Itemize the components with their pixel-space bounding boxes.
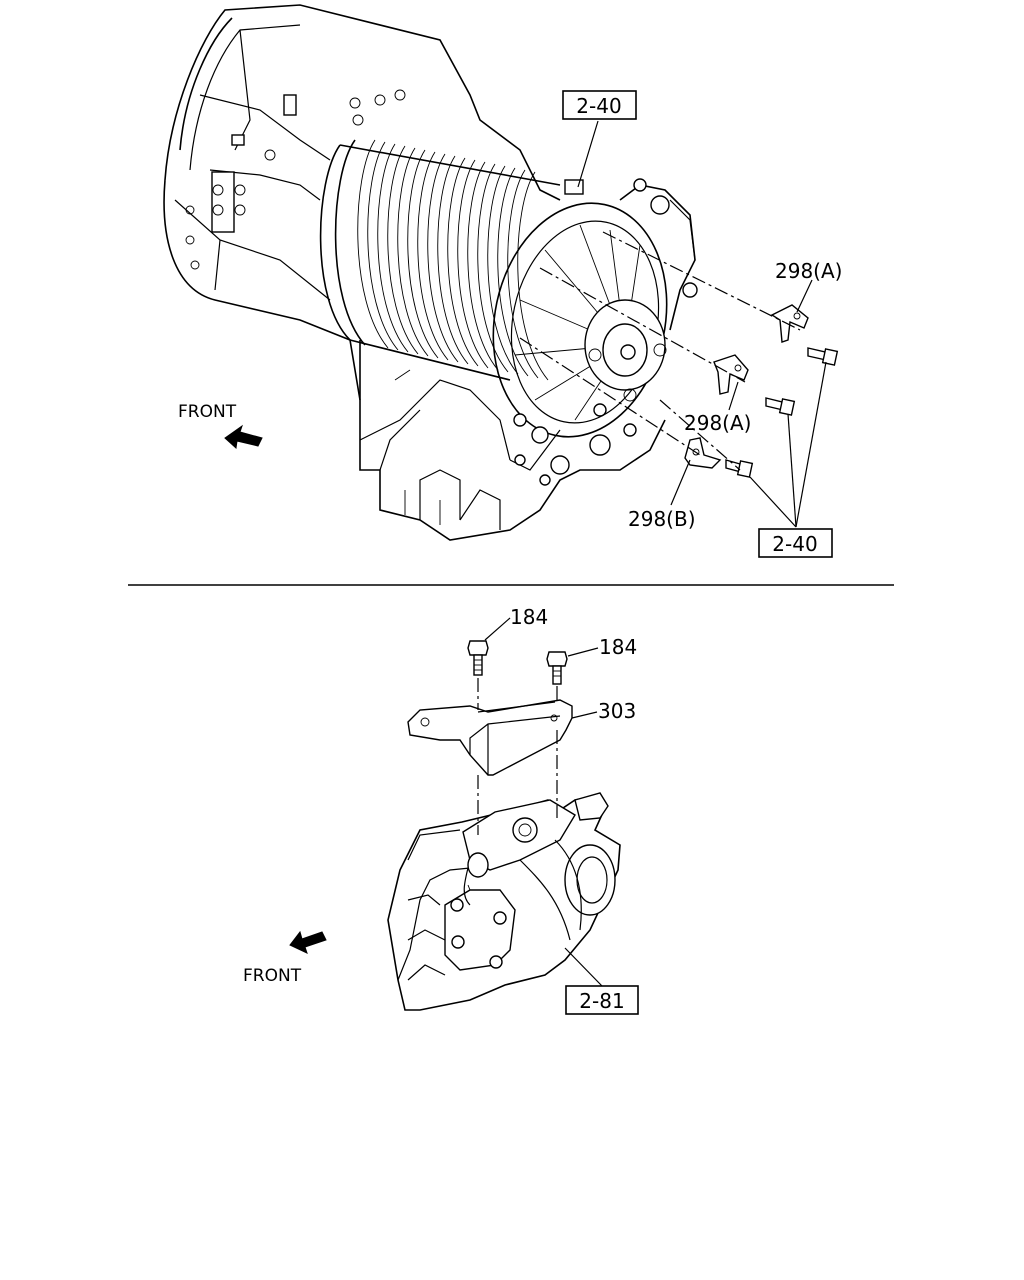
label-298a-middle: 298(A) <box>684 411 751 435</box>
leader-lines-lower <box>484 617 603 987</box>
label-303: 303 <box>598 699 636 723</box>
bolt-middle <box>765 397 796 416</box>
bolt-bottom <box>725 459 754 478</box>
bracket-298a-middle <box>713 354 749 395</box>
front-indicator-upper: FRONT <box>178 402 263 450</box>
label-298a-top: 298(A) <box>775 259 842 283</box>
label-184-right: 184 <box>599 635 637 659</box>
case-ribs <box>357 139 549 381</box>
assembly-centerlines-lower <box>477 678 558 835</box>
front-arrow-upper-icon <box>224 424 263 450</box>
ref-2-40-bottom: 2-40 <box>758 528 833 558</box>
ref-2-40-top-text: 2-40 <box>576 94 621 118</box>
ref-2-40-top: 2-40 <box>562 90 637 120</box>
bracket-298a-top <box>770 304 809 343</box>
bolt-184-right <box>546 651 568 685</box>
front-label-lower: FRONT <box>243 966 302 986</box>
front-indicator-lower: FRONT <box>243 930 327 986</box>
ref-2-81-text: 2-81 <box>579 989 624 1013</box>
label-184-left: 184 <box>510 605 548 629</box>
pto-unit <box>387 792 621 1011</box>
ref-2-40-bottom-text: 2-40 <box>772 532 817 556</box>
front-label-upper: FRONT <box>178 402 237 422</box>
bolt-184-left <box>467 640 489 676</box>
leader-lines-upper <box>577 120 827 528</box>
label-298b: 298(B) <box>628 507 696 531</box>
ref-2-81: 2-81 <box>565 985 639 1015</box>
transmission-assembly <box>163 4 698 541</box>
front-arrow-lower-icon <box>289 930 327 954</box>
assembly-centerlines-upper <box>519 231 801 471</box>
bracket-303 <box>407 699 573 776</box>
bolt-top <box>807 347 839 366</box>
bracket-298b <box>684 437 722 469</box>
